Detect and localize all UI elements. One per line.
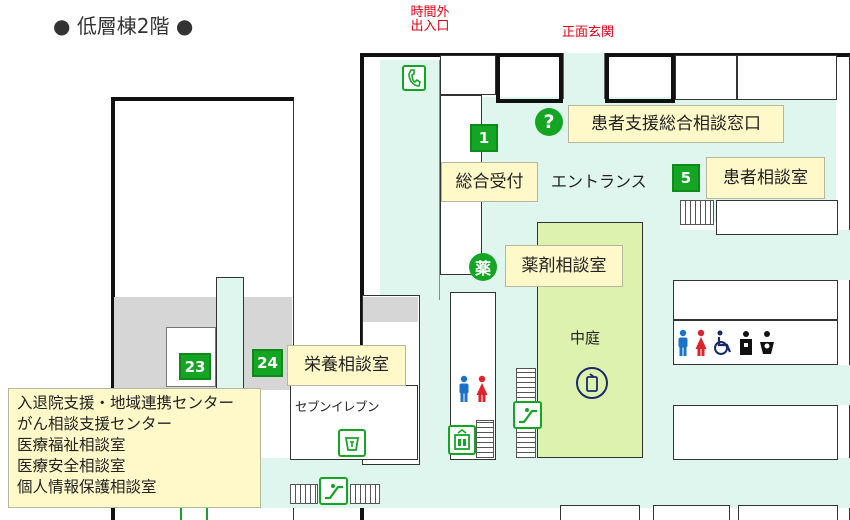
patient-support-desk-label: 患者支援総合相談窓口 xyxy=(568,105,784,143)
title-bullet-right: ● xyxy=(175,14,194,38)
courtyard-phone-icon xyxy=(576,367,608,399)
title-bullet-left: ● xyxy=(53,14,71,38)
south-restroom-hint xyxy=(258,514,276,520)
entrance-area-label: エントランス xyxy=(551,172,647,191)
main-entrance-doorway xyxy=(563,53,605,99)
room-23-badge: 23 xyxy=(179,353,211,380)
south-stairs-left xyxy=(290,484,318,504)
pharmacy-icon: 薬 xyxy=(469,253,497,281)
room-24-badge: 24 xyxy=(252,349,283,377)
general-reception-label: 総合受付 xyxy=(441,162,538,202)
patient-consultation-room-label: 患者相談室 xyxy=(706,157,825,199)
help-question-icon: ? xyxy=(535,108,563,136)
after-hours-corridor xyxy=(380,60,440,300)
phone-icon xyxy=(402,65,426,91)
central-male-restroom-icon xyxy=(459,375,469,402)
west-room-gray xyxy=(363,297,418,322)
consultation-item: 入退院支援・地域連携センター xyxy=(17,394,235,412)
floor-title-text: 低層棟2階 xyxy=(76,14,170,38)
east-room-3 xyxy=(673,405,838,460)
room-5-block xyxy=(716,200,838,235)
north-room-a xyxy=(440,55,496,95)
consultation-item: 個人情報保護相談室 xyxy=(17,478,157,496)
central-female-restroom-icon xyxy=(476,375,488,402)
female-restroom-icon xyxy=(695,329,707,356)
convenience-store-label: セブンイレブン xyxy=(295,399,380,414)
entrance-wall-bottom xyxy=(496,99,560,103)
wheelchair-icon xyxy=(714,330,732,355)
main-entrance-label: 正面玄関 xyxy=(561,25,614,40)
east-room-1 xyxy=(673,280,838,320)
restroom-stairs xyxy=(476,420,494,458)
escalator-icon-south xyxy=(319,477,348,505)
east-corridor xyxy=(645,230,850,280)
south-room-1 xyxy=(560,505,640,520)
consultation-item: 医療安全相談室 xyxy=(17,457,126,475)
south-stairs-right xyxy=(350,484,380,504)
ostomate-icon xyxy=(740,331,752,355)
entrance-wall-bottom-right xyxy=(605,99,675,103)
south-room-2 xyxy=(653,505,730,520)
pharmacy-glyph: 薬 xyxy=(474,259,491,278)
escalator-icon-central xyxy=(513,401,542,429)
nutrition-consultation-label: 栄養相談室 xyxy=(287,345,406,386)
north-room-b xyxy=(675,55,737,100)
north-room-c xyxy=(737,55,837,100)
consultation-center-list: 入退院支援・地域連携センター がん相談支援センター 医療福祉相談室 医療安全相談… xyxy=(8,388,261,508)
consultation-item: 医療福祉相談室 xyxy=(17,436,126,454)
after-hours-entrance-label: 時間外 出入口 xyxy=(398,6,462,33)
question-glyph: ? xyxy=(543,111,555,133)
after-hours-line2: 出入口 xyxy=(410,18,450,34)
east-stairs xyxy=(680,200,714,225)
room-5-badge: 5 xyxy=(672,164,700,192)
after-hours-line1: 時間外 xyxy=(410,5,450,20)
left-vertical-corridor xyxy=(216,277,244,397)
entrance-wall-left xyxy=(496,53,500,103)
entrance-wall-right xyxy=(605,53,609,103)
cup-icon xyxy=(338,429,366,457)
courtyard-label: 中庭 xyxy=(570,329,601,347)
south-room-3 xyxy=(738,505,838,520)
pharmacy-consultation-label: 薬剤相談室 xyxy=(505,245,623,287)
central-restroom-signs xyxy=(457,375,493,405)
consultation-item: がん相談支援センター xyxy=(17,415,173,433)
east-lower-corridor xyxy=(660,365,850,405)
floor-title: ● 低層棟2階 ● xyxy=(53,10,193,39)
east-restroom-signs xyxy=(676,326,784,360)
entrance-wall-mid xyxy=(559,53,563,103)
entrance-wall-right2 xyxy=(671,53,675,103)
room-1-badge: 1 xyxy=(470,124,498,152)
baby-care-icon xyxy=(760,331,774,354)
male-restroom-icon xyxy=(678,329,688,356)
elevator-icon xyxy=(448,425,476,455)
